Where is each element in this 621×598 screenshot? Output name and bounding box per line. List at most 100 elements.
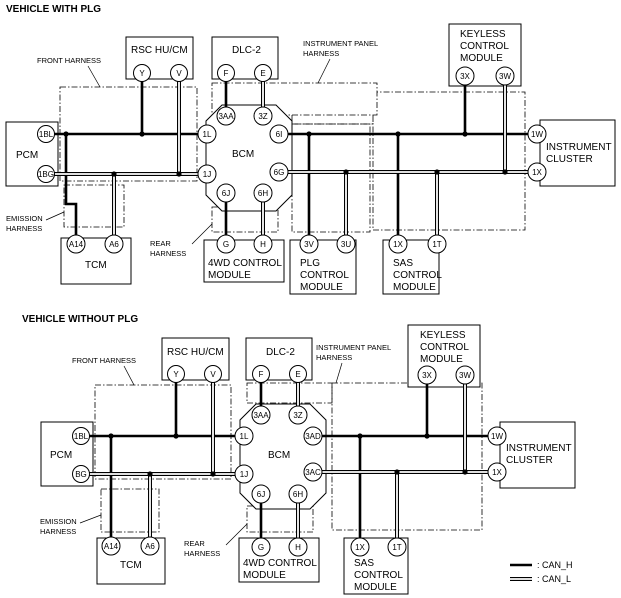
- pin-rsc-v-bottom: V: [204, 365, 222, 383]
- ic-label-1: INSTRUMENT: [546, 142, 612, 153]
- legend: : CAN_H : CAN_L: [510, 560, 573, 584]
- pin-bcm-6i-top: 6I: [269, 124, 289, 144]
- svg-text:1BL: 1BL: [74, 432, 89, 441]
- pin-bcm-3ac-bottom: 3AC: [303, 462, 323, 482]
- legend-can-h-label: : CAN_H: [537, 560, 573, 570]
- pin-tcm-a6-top: A6: [104, 234, 124, 254]
- pin-pcm-l-top: 1BG: [37, 165, 55, 183]
- svg-text:6J: 6J: [257, 490, 265, 499]
- svg-text:3AD: 3AD: [305, 432, 321, 441]
- ip-harness-label-2-b: HARNESS: [316, 353, 352, 362]
- rear-harness-label-2: HARNESS: [150, 249, 186, 258]
- pin-ic-1x-bottom: 1X: [487, 462, 507, 482]
- pin-plg-3u-top: 3U: [336, 234, 356, 254]
- svg-text:1X: 1X: [532, 168, 542, 177]
- svg-text:Y: Y: [139, 69, 145, 78]
- ip-harness-outline-right-b: [331, 382, 483, 531]
- rear-harness-label-2-b: HARNESS: [184, 549, 220, 558]
- diagram-without-plg: VEHICLE WITHOUT PLG FRONT HARNESS INSTRU…: [22, 314, 576, 595]
- svg-text:1J: 1J: [203, 170, 211, 179]
- pin-kcm-3x-top: 3X: [455, 66, 475, 86]
- svg-text:3W: 3W: [499, 72, 511, 81]
- svg-text:G: G: [258, 543, 264, 552]
- ic-box: [539, 119, 616, 187]
- diagram-with-plg: VEHICLE WITH PLG FRONT HARNESS INSTRUMEN…: [5, 4, 616, 295]
- sas-label-3-b: MODULE: [354, 582, 397, 593]
- svg-text:1X: 1X: [393, 240, 403, 249]
- keyless-label-2-b: CONTROL: [420, 342, 469, 353]
- emission-harness-label-1-b: EMISSION: [40, 517, 77, 526]
- svg-text:1X: 1X: [492, 468, 502, 477]
- svg-text:Y: Y: [173, 370, 179, 379]
- pin-kcm-3x-bottom: 3X: [417, 365, 437, 385]
- svg-text:A6: A6: [109, 240, 119, 249]
- svg-text:6H: 6H: [258, 189, 268, 198]
- sas-label-2-b: CONTROL: [354, 570, 403, 581]
- svg-text:6H: 6H: [293, 490, 303, 499]
- svg-text:1BL: 1BL: [39, 130, 54, 139]
- svg-text:1BG: 1BG: [38, 170, 54, 179]
- svg-text:A6: A6: [145, 542, 155, 551]
- ic-box-b: [499, 421, 576, 489]
- 4wd-label-2-b: MODULE: [243, 570, 286, 581]
- svg-text:E: E: [260, 69, 265, 78]
- svg-text:3Z: 3Z: [293, 411, 302, 420]
- pin-pcm-h-bottom: 1BL: [72, 427, 90, 445]
- keyless-label-1: KEYLESS: [460, 29, 506, 40]
- svg-text:V: V: [176, 69, 182, 78]
- svg-text:H: H: [295, 543, 301, 552]
- sas-label-1-b: SAS: [354, 558, 374, 569]
- ip-harness-label-1-b: INSTRUMENT PANEL: [316, 343, 391, 352]
- svg-text:6I: 6I: [276, 130, 283, 139]
- rsc-label-b: RSC HU/CM: [167, 347, 224, 358]
- pin-kcm-3w-top: 3W: [495, 66, 515, 86]
- svg-text:1W: 1W: [491, 432, 503, 441]
- pin-dlc-e-bottom: E: [289, 365, 307, 383]
- svg-text:A14: A14: [69, 240, 84, 249]
- pin-rsc-y-bottom: Y: [167, 365, 185, 383]
- svg-text:3W: 3W: [459, 371, 471, 380]
- rear-harness-label-1: REAR: [150, 239, 171, 248]
- svg-text:3X: 3X: [422, 371, 432, 380]
- svg-text:6G: 6G: [274, 168, 285, 177]
- ip-harness-outline-right: [291, 91, 526, 231]
- svg-text:H: H: [260, 240, 266, 249]
- ip-harness-label-2: HARNESS: [303, 49, 339, 58]
- svg-text:3AA: 3AA: [253, 411, 269, 420]
- pin-ic-1w-top: 1W: [527, 124, 547, 144]
- ic-label-2-b: CLUSTER: [506, 455, 553, 466]
- pin-pcm-h-top: 1BL: [37, 125, 55, 143]
- pin-4wd-h-bottom: H: [288, 537, 308, 557]
- emission-harness-outline: [63, 184, 125, 228]
- plg-harness-outline: [291, 123, 371, 233]
- pin-bcm-3aa-bottom: 3AA: [251, 405, 271, 425]
- dlc-label-b: DLC-2: [266, 347, 295, 358]
- pin-ic-1w-bottom: 1W: [487, 426, 507, 446]
- pin-4wd-h-top: H: [253, 234, 273, 254]
- dlc-label: DLC-2: [232, 45, 261, 56]
- pin-bcm-3z-top: 3Z: [253, 106, 273, 126]
- title-with-plg: VEHICLE WITH PLG: [6, 4, 101, 15]
- pin-kcm-3w-bottom: 3W: [455, 365, 475, 385]
- sas-label-1: SAS: [393, 258, 413, 269]
- tcm-label: TCM: [85, 260, 107, 271]
- rear-harness-label-1-b: REAR: [184, 539, 205, 548]
- bcm-label-b: BCM: [268, 450, 290, 461]
- emission-harness-label-1: EMISSION: [6, 214, 43, 223]
- tcm-label-b: TCM: [120, 560, 142, 571]
- svg-text:1T: 1T: [432, 240, 441, 249]
- pin-bcm-6h-bottom: 6H: [288, 484, 308, 504]
- 4wd-label-1: 4WD CONTROL: [208, 258, 282, 269]
- rear-harness-outline: [211, 206, 279, 233]
- front-harness-outline-b: [94, 384, 232, 480]
- pcm-label-b: PCM: [50, 450, 72, 461]
- svg-text:1L: 1L: [203, 130, 212, 139]
- pin-pcm-l-bottom: BG: [72, 465, 90, 483]
- rear-harness-outline-b: [246, 505, 314, 533]
- pin-4wd-g-bottom: G: [251, 537, 271, 557]
- svg-text:3Z: 3Z: [258, 112, 267, 121]
- pin-bcm-3ad-bottom: 3AD: [303, 426, 323, 446]
- pin-tcm-a6-bottom: A6: [140, 536, 160, 556]
- svg-text:3X: 3X: [460, 72, 470, 81]
- svg-text:6J: 6J: [222, 189, 230, 198]
